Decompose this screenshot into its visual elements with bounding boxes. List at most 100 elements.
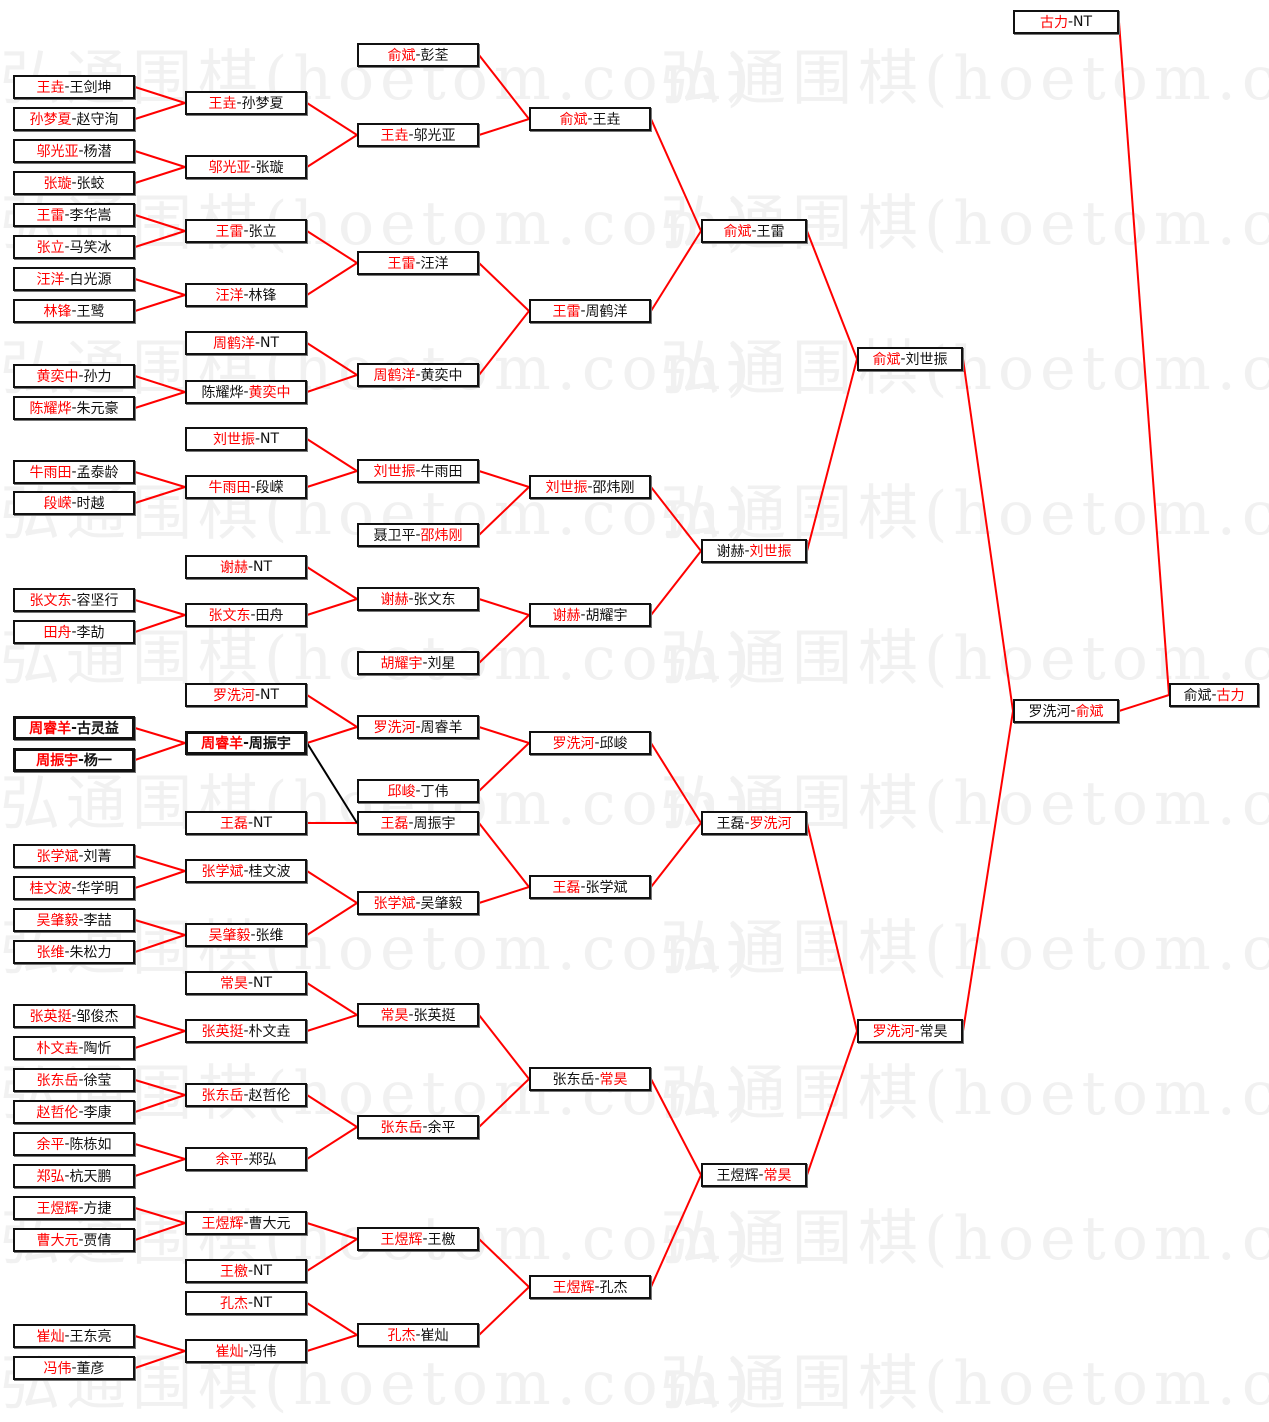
bracket-connector bbox=[650, 742, 702, 824]
match-box: 郑弘-杭天鹏 bbox=[13, 1164, 135, 1188]
bracket-connector bbox=[134, 919, 186, 936]
separator: - bbox=[243, 384, 249, 400]
player-1: 孙梦夏 bbox=[29, 112, 72, 128]
separator: - bbox=[78, 752, 84, 768]
separator: - bbox=[243, 1087, 249, 1103]
separator: - bbox=[914, 1023, 920, 1039]
player-1: 谢赫 bbox=[552, 608, 581, 624]
match-box: 王煜辉-孔杰 bbox=[529, 1275, 651, 1299]
bracket-connector bbox=[306, 902, 358, 936]
player-2: NT bbox=[260, 431, 280, 447]
bracket-connector bbox=[134, 1350, 186, 1369]
bracket-connector bbox=[306, 470, 358, 488]
player-2: 吴肇毅 bbox=[420, 896, 463, 912]
player-2: 胡耀宇 bbox=[585, 608, 628, 624]
separator: - bbox=[250, 479, 256, 495]
bracket-connector bbox=[478, 598, 530, 616]
player-1: 周鹤洋 bbox=[373, 368, 416, 384]
separator: - bbox=[580, 607, 586, 623]
player-2: 刘世振 bbox=[905, 352, 948, 368]
bracket-connector bbox=[306, 374, 358, 393]
player-2: NT bbox=[260, 687, 280, 703]
separator: - bbox=[64, 1168, 70, 1184]
match-box: 俞斌-刘世振 bbox=[857, 347, 963, 371]
match-box: 张文东-田舟 bbox=[185, 603, 307, 627]
player-1: 余平 bbox=[215, 1152, 244, 1168]
player-1: 王雷 bbox=[215, 224, 244, 240]
player-1: 常昊 bbox=[219, 976, 248, 992]
player-1: 孔杰 bbox=[219, 1296, 248, 1312]
bracket-connector bbox=[134, 742, 186, 761]
bracket-connector bbox=[478, 1238, 530, 1288]
player-1: 谢赫 bbox=[219, 560, 248, 576]
match-box: 王煜辉-常昊 bbox=[701, 1163, 807, 1187]
match-box: 谢赫-张文东 bbox=[357, 587, 479, 611]
player-2: 容坚行 bbox=[76, 593, 119, 609]
separator: - bbox=[243, 223, 249, 239]
separator: - bbox=[1070, 703, 1076, 719]
player-1: 邬光亚 bbox=[208, 160, 251, 176]
separator: - bbox=[408, 1007, 414, 1023]
match-box: 孔杰-NT bbox=[185, 1291, 307, 1315]
player-2: NT bbox=[253, 975, 273, 991]
match-box: 王磊-罗洗河 bbox=[701, 811, 807, 835]
match-box: 汪洋-林锋 bbox=[185, 283, 307, 307]
bracket-connector bbox=[134, 1222, 186, 1241]
bracket-connector bbox=[1118, 694, 1170, 712]
bracket-connector bbox=[650, 1078, 702, 1176]
match-box: 张维-朱松力 bbox=[13, 940, 135, 964]
bracket-connector bbox=[134, 855, 186, 872]
separator: - bbox=[415, 367, 421, 383]
separator: - bbox=[78, 1040, 84, 1056]
player-1: 周睿羊 bbox=[201, 736, 244, 752]
separator: - bbox=[236, 95, 242, 111]
player-1: 周鹤洋 bbox=[212, 336, 255, 352]
separator: - bbox=[78, 1232, 84, 1248]
separator: - bbox=[243, 1023, 249, 1039]
player-1: 刘世振 bbox=[373, 464, 416, 480]
player-1: 陈耀烨 bbox=[29, 401, 72, 417]
separator: - bbox=[758, 1167, 764, 1183]
player-2: NT bbox=[253, 815, 273, 831]
player-2: 周睿羊 bbox=[420, 720, 463, 736]
bracket-connector bbox=[134, 278, 186, 296]
bracket-connector bbox=[134, 150, 186, 168]
match-box: 吴肇毅-李喆 bbox=[13, 908, 135, 932]
separator: - bbox=[250, 607, 256, 623]
player-1: 余平 bbox=[36, 1137, 65, 1153]
player-1: 张东岳 bbox=[201, 1088, 244, 1104]
match-box: 谢赫-刘世振 bbox=[701, 539, 807, 563]
player-2: 张蛟 bbox=[76, 176, 105, 192]
bracket-connector bbox=[134, 727, 186, 744]
bracket-connector bbox=[134, 1094, 186, 1113]
player-2: NT bbox=[253, 1295, 273, 1311]
separator: - bbox=[247, 559, 254, 575]
match-box: 王磊-张学斌 bbox=[529, 875, 651, 899]
player-1: 古力 bbox=[1039, 15, 1068, 31]
player-1: 牛雨田 bbox=[208, 480, 251, 496]
bracket-connector bbox=[306, 134, 358, 168]
player-1: 王煜辉 bbox=[552, 1280, 595, 1296]
separator: - bbox=[71, 592, 77, 608]
bracket-connector bbox=[134, 1143, 186, 1160]
player-2: 刘星 bbox=[427, 656, 456, 672]
bracket-connector bbox=[306, 598, 358, 616]
match-box: 俞斌-彭荃 bbox=[357, 43, 479, 67]
player-2: 王檄 bbox=[427, 1232, 456, 1248]
player-1: 赵哲伦 bbox=[36, 1105, 79, 1121]
player-1: 罗洗河 bbox=[373, 720, 416, 736]
player-2: 周振宇 bbox=[248, 736, 291, 752]
player-1: 崔灿 bbox=[36, 1329, 65, 1345]
match-box: 田舟-李劼 bbox=[13, 620, 135, 644]
bracket-connector bbox=[478, 1078, 530, 1128]
match-box: 王磊-周振宇 bbox=[357, 811, 479, 835]
bracket-connector bbox=[134, 1030, 186, 1049]
player-1: 罗洗河 bbox=[212, 688, 255, 704]
player-1: 张学斌 bbox=[36, 849, 79, 865]
player-2: 邵炜刚 bbox=[592, 480, 635, 496]
player-2: 彭荃 bbox=[420, 48, 449, 64]
separator: - bbox=[243, 287, 249, 303]
match-box: 张学斌-桂文波 bbox=[185, 859, 307, 883]
player-2: 邬光亚 bbox=[413, 128, 456, 144]
player-2: 王剑坤 bbox=[69, 80, 112, 96]
